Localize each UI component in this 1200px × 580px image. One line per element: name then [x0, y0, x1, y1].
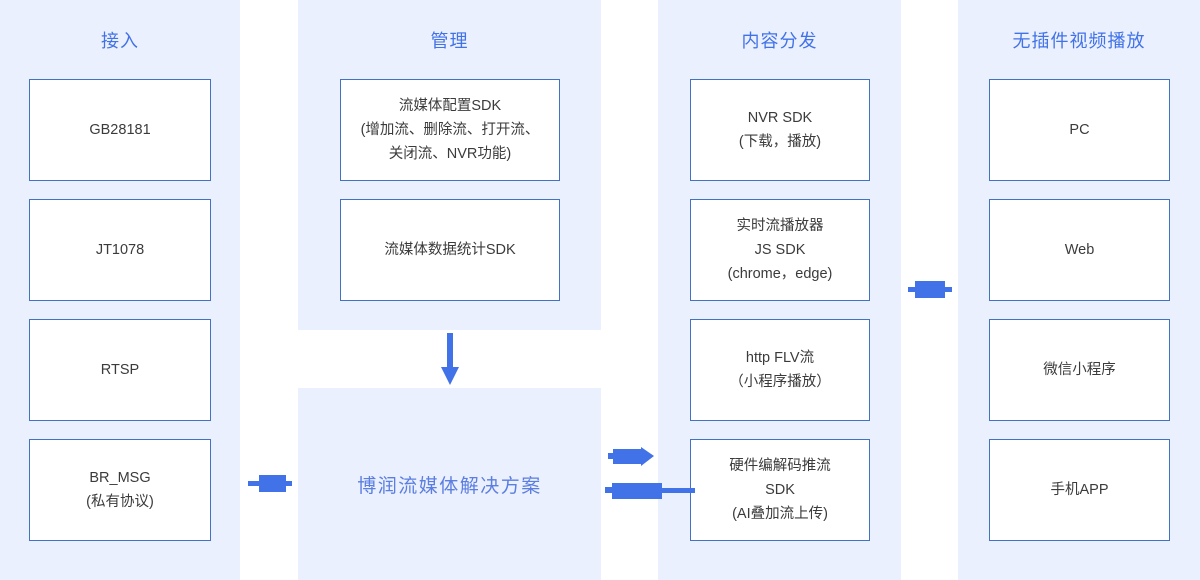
node-line: 手机APP [1050, 482, 1109, 498]
node-nvr-sdk[interactable]: NVR SDK (下载，播放) [690, 79, 870, 181]
node-stream-config-sdk[interactable]: 流媒体配置SDK (增加流、删除流、打开流、 关闭流、NVR功能) [340, 79, 560, 181]
node-web[interactable]: Web [989, 199, 1170, 301]
node-mobile-app[interactable]: 手机APP [989, 439, 1170, 541]
arrow-right-icon-core-to-distribution-upper [608, 446, 656, 468]
column-title-distribution: 内容分发 [741, 31, 818, 51]
node-http-flv[interactable]: http FLV流 （小程序播放） [690, 319, 870, 421]
node-line: JS SDK [754, 242, 806, 258]
node-line: GB28181 [89, 122, 151, 138]
arrow-right-icon-distribution-to-playback [908, 278, 954, 302]
node-line: NVR SDK [747, 110, 813, 126]
node-br-msg[interactable]: BR_MSG (私有协议) [29, 439, 211, 541]
node-line: (增加流、删除流、打开流、 [360, 122, 540, 138]
node-line: (chrome，edge) [727, 266, 833, 282]
node-stream-stats-sdk[interactable]: 流媒体数据统计SDK [340, 199, 560, 301]
node-line: PC [1069, 122, 1090, 138]
node-wechat-miniprogram[interactable]: 微信小程序 [989, 319, 1170, 421]
node-line: （小程序播放） [729, 374, 831, 390]
column-title-playback: 无插件视频播放 [1012, 31, 1146, 51]
node-pc[interactable]: PC [989, 79, 1170, 181]
arrow-right-icon-access-to-core [248, 472, 294, 496]
node-line: JT1078 [95, 242, 145, 258]
node-line: 微信小程序 [1043, 362, 1116, 378]
node-line: 关闭流、NVR功能) [388, 146, 512, 162]
arrow-down-icon-management-to-core [437, 333, 463, 387]
core-solution-label: 博润流媒体解决方案 [357, 475, 542, 497]
node-line: (私有协议) [86, 494, 154, 510]
arrow-left-icon-distribution-to-core [605, 480, 695, 502]
node-line: RTSP [100, 362, 140, 378]
node-line: 实时流播放器 [736, 218, 824, 234]
node-line: 硬件编解码推流 [729, 458, 831, 474]
node-line: Web [1064, 242, 1095, 258]
node-line: SDK [765, 482, 795, 498]
node-line: (下载，播放) [738, 134, 822, 150]
node-line: 流媒体配置SDK [398, 98, 502, 114]
column-title-access: 接入 [101, 31, 139, 51]
core-solution-box: 博润流媒体解决方案 [298, 388, 601, 580]
node-line: BR_MSG [89, 470, 151, 486]
node-jt1078[interactable]: JT1078 [29, 199, 211, 301]
node-line: http FLV流 [745, 350, 815, 366]
node-hardware-codec-push-sdk[interactable]: 硬件编解码推流 SDK (AI叠加流上传) [690, 439, 870, 541]
node-line: 流媒体数据统计SDK [384, 242, 516, 258]
node-line: (AI叠加流上传) [732, 506, 828, 522]
node-live-player-js-sdk[interactable]: 实时流播放器 JS SDK (chrome，edge) [690, 199, 870, 301]
node-gb28181[interactable]: GB28181 [29, 79, 211, 181]
column-title-management: 管理 [430, 31, 469, 51]
node-rtsp[interactable]: RTSP [29, 319, 211, 421]
